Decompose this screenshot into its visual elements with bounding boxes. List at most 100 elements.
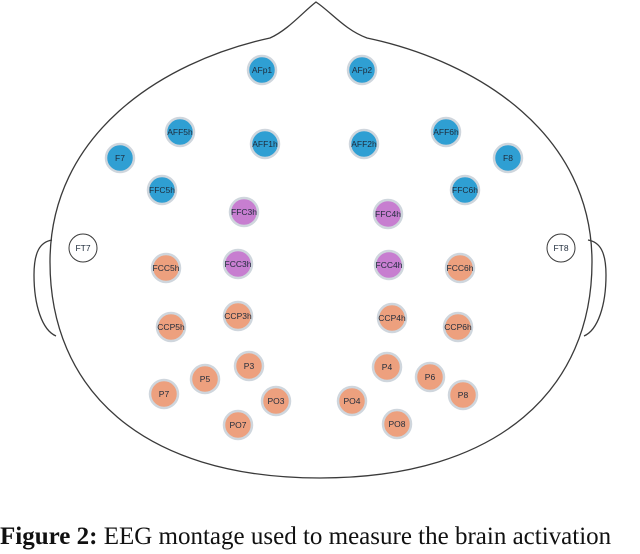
electrode-marker [442,311,474,343]
electrode-label: P7 [159,389,170,399]
electrode-marker [492,142,524,174]
electrode-label: FCC4h [376,260,403,270]
electrode-aff5h: AFF5h [164,116,196,148]
electrode-ffc3h: FFC3h [228,196,260,228]
electrode-marker [104,142,136,174]
electrode-marker [222,409,254,441]
electrode-ccp5h: CCP5h [155,311,187,343]
electrode-label: CCP4h [378,313,406,323]
electrode-label: FCC6h [447,263,474,273]
electrode-label: FCC5h [153,263,180,273]
electrode-marker [447,379,479,411]
electrode-fcc5h: FCC5h [150,252,182,284]
electrode-marker [546,233,576,263]
electrode-label: CCP5h [157,322,185,332]
electrode-label: FFC5h [149,185,175,195]
electrode-aff6h: AFF6h [430,116,462,148]
electrode-po3: PO3 [260,385,292,417]
electrode-ffc6h: FFC6h [449,174,481,206]
electrode-label: AFp1 [252,65,273,75]
electrode-label: F7 [115,153,125,163]
electrode-label: P5 [200,374,211,384]
electrode-aff1h: AFF1h [249,128,281,160]
electrode-po7: PO7 [222,409,254,441]
electrode-fcc4h: FCC4h [373,249,405,281]
electrode-marker [146,174,178,206]
electrode-ffc5h: FFC5h [146,174,178,206]
electrode-marker [148,378,180,410]
electrode-label: FFC4h [375,209,401,219]
electrode-label: FT8 [553,243,568,253]
electrode-marker [228,196,260,228]
electrode-label: P8 [458,390,469,400]
electrode-marker [449,174,481,206]
right-ear [583,239,607,337]
electrode-fcc3h: FCC3h [222,248,254,280]
electrode-marker [260,385,292,417]
electrode-label: F8 [503,153,513,163]
electrode-marker [372,198,404,230]
electrode-label: FT7 [75,243,90,253]
figure-caption: Figure 2: EEG montage used to measure th… [0,522,640,554]
electrode-fcc6h: FCC6h [444,252,476,284]
electrode-marker [155,311,187,343]
electrode-p5: P5 [189,363,221,395]
electrode-p6: P6 [414,361,446,393]
electrode-marker [189,363,221,395]
electrode-label: CCP6h [444,322,472,332]
electrode-ccp3h: CCP3h [222,300,254,332]
electrode-label: AFF6h [433,127,459,137]
electrode-label: FFC3h [231,207,257,217]
electrode-marker [150,252,182,284]
electrode-label: P3 [244,361,255,371]
electrode-p7: P7 [148,378,180,410]
electrode-po8: PO8 [381,408,413,440]
electrode-marker [164,116,196,148]
electrode-label: P4 [382,362,393,372]
electrode-marker [233,350,265,382]
electrode-ccp6h: CCP6h [442,311,474,343]
head-shape [49,1,593,479]
electrode-marker [346,54,378,86]
caption-text: EEG montage used to measure the brain ac… [97,523,612,550]
electrode-po4: PO4 [336,385,368,417]
electrode-label: CCP3h [224,311,252,321]
electrode-label: P6 [425,372,436,382]
electrode-label: PO4 [343,396,360,406]
electrode-p3: P3 [233,350,265,382]
electrode-label: AFF5h [167,127,193,137]
electrode-p8: P8 [447,379,479,411]
electrode-ft8: FT8 [546,233,576,263]
electrode-p4: P4 [371,351,403,383]
electrode-label: AFF2h [351,139,377,149]
electrode-afp1: AFp1 [246,54,278,86]
electrode-marker [222,248,254,280]
electrode-f8: F8 [492,142,524,174]
electrode-label: PO7 [229,420,246,430]
electrode-marker [68,233,98,263]
electrode-label: PO3 [267,396,284,406]
electrode-afp2: AFp2 [346,54,378,86]
head-outline [33,1,607,479]
electrode-marker [376,302,408,334]
left-ear [33,239,57,337]
electrode-label: PO8 [388,419,405,429]
electrode-label: FCC3h [225,259,252,269]
electrode-marker [336,385,368,417]
caption-label: Figure 2: [0,523,98,550]
electrode-marker [348,128,380,160]
electrode-marker [444,252,476,284]
electrode-marker [414,361,446,393]
electrode-aff2h: AFF2h [348,128,380,160]
electrode-label: AFF1h [252,139,278,149]
electrode-marker [222,300,254,332]
electrode-marker [371,351,403,383]
electrode-label: FFC6h [452,185,478,195]
electrode-marker [381,408,413,440]
electrode-ffc4h: FFC4h [372,198,404,230]
electrode-marker [430,116,462,148]
electrode-ft7: FT7 [68,233,98,263]
electrode-label: AFp2 [352,65,373,75]
